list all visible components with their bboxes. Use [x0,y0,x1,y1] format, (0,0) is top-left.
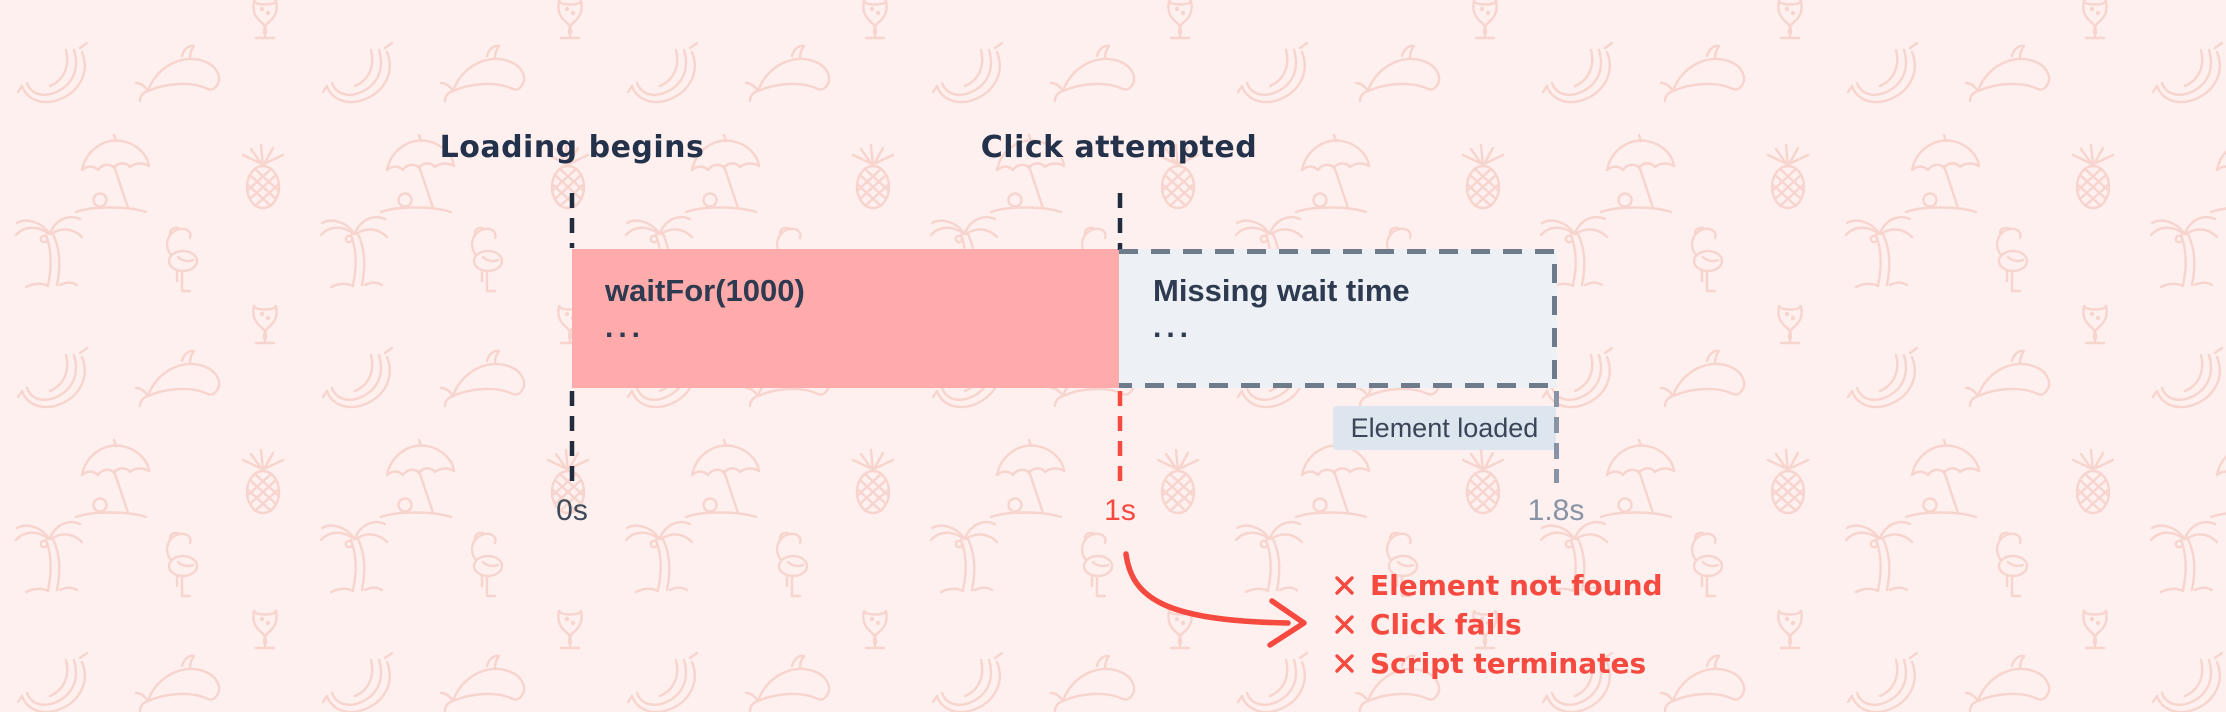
tick-1s: 1s [1104,494,1136,527]
failure-item: Click fails [1334,605,1663,644]
failure-item: Script terminates [1334,644,1663,683]
wait-for-label: waitFor(1000) [605,273,805,308]
missing-wait-box: Missing wait time ... [1119,249,1557,388]
failure-item: Element not found [1334,566,1663,605]
failure-arrow [1123,551,1291,626]
wait-for-bar: waitFor(1000) ... [572,249,1119,388]
x-icon [1335,654,1354,673]
failure-text: Script terminates [1370,647,1647,680]
annotation-loading-begins: Loading begins [439,130,705,165]
tick-0s: 0s [556,494,588,527]
annotation-click-attempted: Click attempted [980,130,1258,165]
failure-arrowhead [1267,598,1307,648]
failure-text: Click fails [1370,608,1522,641]
failure-text: Element not found [1370,569,1663,602]
tick-1-8s: 1.8s [1527,494,1585,527]
element-loaded-badge: Element loaded [1333,406,1556,450]
missing-wait-ellipsis: ... [1153,311,1194,344]
failure-list: Element not found Click fails Script ter… [1334,566,1663,683]
x-icon [1335,576,1354,595]
missing-wait-label: Missing wait time [1153,273,1410,308]
x-icon [1335,615,1354,634]
wait-for-ellipsis: ... [605,311,646,344]
